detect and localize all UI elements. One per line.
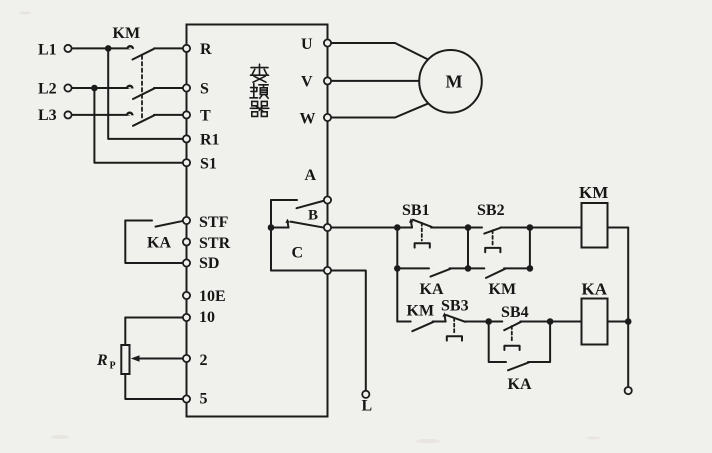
svg-text:L3: L3 — [38, 107, 57, 124]
svg-text:C: C — [292, 245, 304, 262]
svg-text:V: V — [301, 74, 313, 91]
svg-text:KA: KA — [508, 376, 532, 393]
svg-text:S: S — [200, 81, 209, 98]
svg-text:KA: KA — [147, 235, 171, 252]
svg-text:KM: KM — [579, 183, 608, 202]
svg-text:STR: STR — [199, 235, 231, 252]
svg-text:A: A — [305, 167, 317, 184]
svg-text:2: 2 — [200, 352, 208, 369]
svg-text:KM: KM — [489, 281, 517, 298]
svg-text:KM: KM — [113, 25, 141, 42]
svg-text:R: R — [200, 41, 212, 58]
svg-text:KA: KA — [582, 280, 608, 299]
svg-text:W: W — [300, 111, 316, 128]
svg-text:SD: SD — [199, 255, 219, 272]
svg-text:S1: S1 — [200, 155, 217, 172]
svg-text:P: P — [110, 361, 116, 372]
svg-text:SB2: SB2 — [477, 202, 505, 219]
svg-text:L2: L2 — [38, 81, 57, 98]
svg-text:SB4: SB4 — [501, 304, 529, 321]
svg-text:STF: STF — [199, 214, 229, 231]
svg-text:SB1: SB1 — [402, 202, 430, 219]
svg-text:T: T — [200, 108, 211, 125]
svg-text:KM: KM — [407, 303, 435, 320]
svg-text:10E: 10E — [199, 288, 226, 305]
svg-text:SB3: SB3 — [441, 298, 469, 315]
svg-text:R: R — [96, 352, 108, 369]
svg-text:5: 5 — [200, 391, 208, 408]
svg-text:M: M — [446, 72, 463, 92]
svg-text:L: L — [362, 398, 373, 415]
svg-text:10: 10 — [199, 309, 215, 326]
svg-text:KA: KA — [420, 281, 444, 298]
svg-text:B: B — [308, 208, 318, 224]
svg-text:U: U — [301, 36, 313, 53]
svg-text:L1: L1 — [38, 42, 57, 59]
svg-text:R1: R1 — [200, 132, 220, 149]
